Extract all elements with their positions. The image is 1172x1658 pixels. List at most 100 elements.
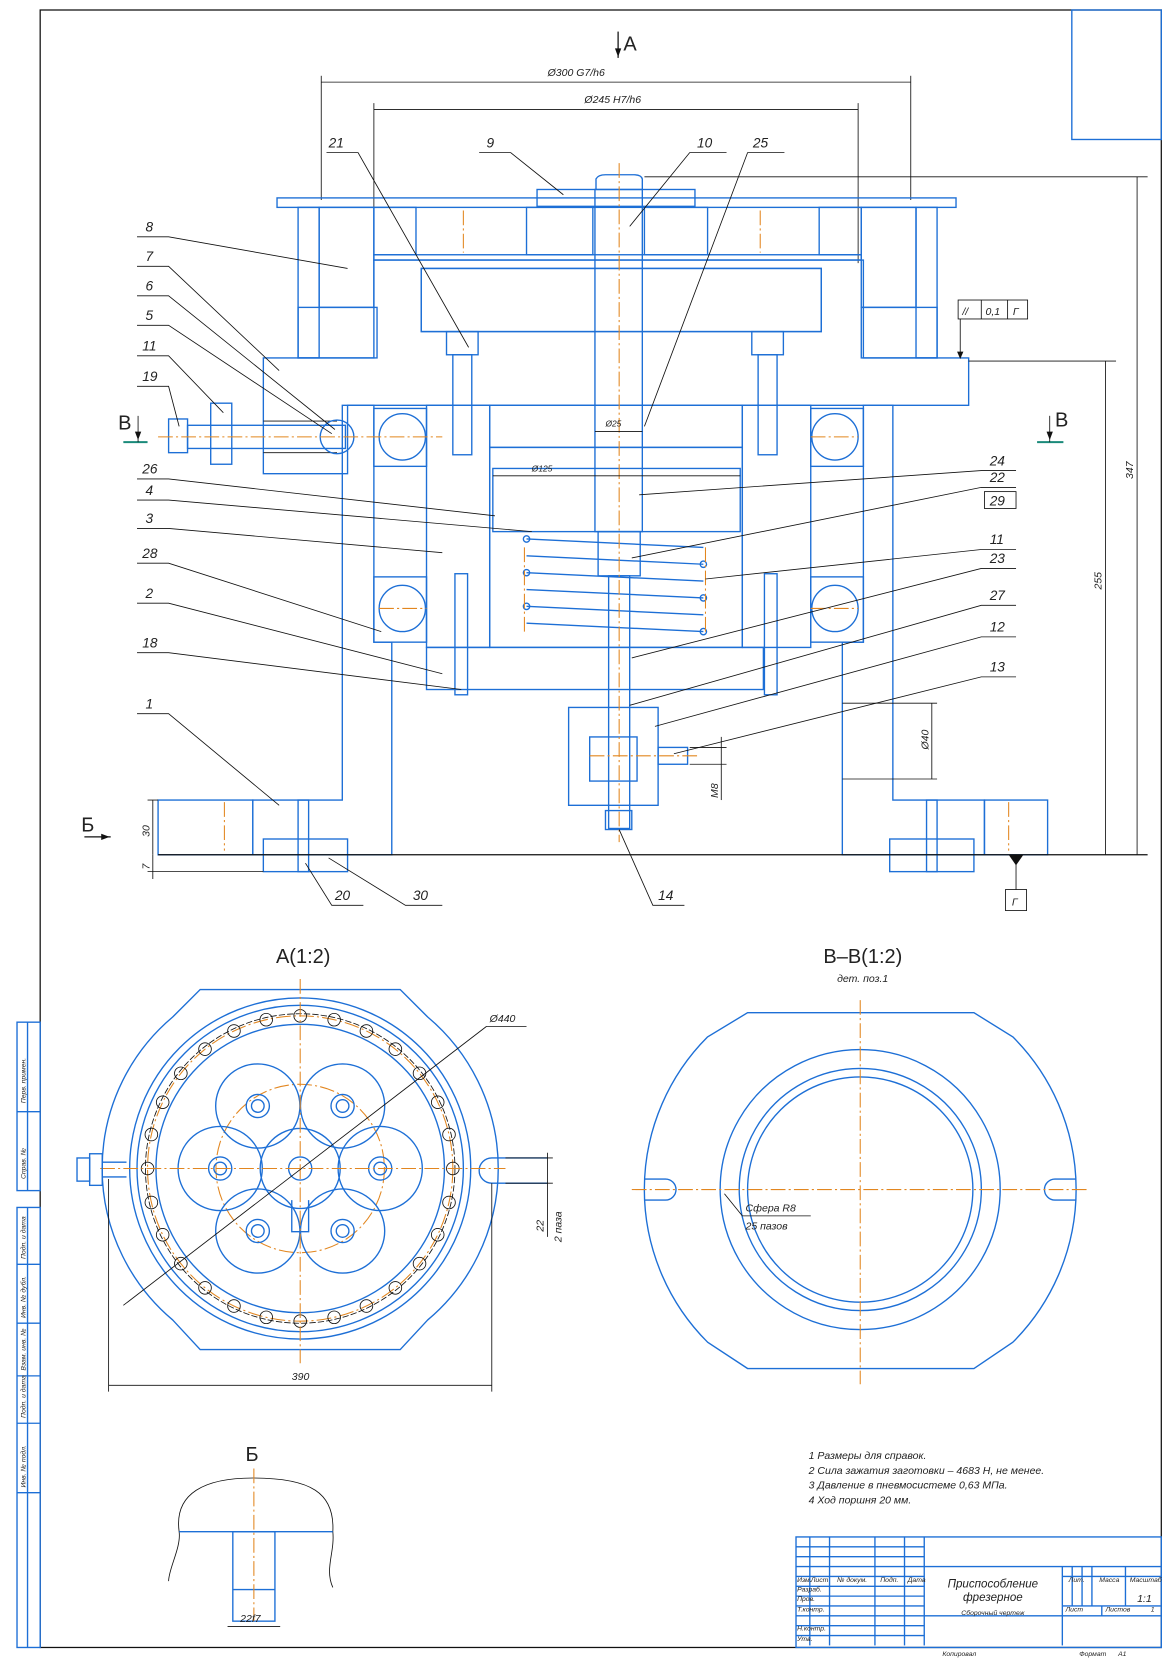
section-marker-a-part <box>614 48 622 57</box>
bearings-part <box>373 576 428 643</box>
top-flange-plate <box>276 197 957 209</box>
lobe <box>299 1063 386 1149</box>
section-marker-v-right: В <box>1037 409 1068 444</box>
callout: 11 <box>705 532 1017 580</box>
piston-part-4 <box>492 467 741 533</box>
spring-part-11-part <box>699 627 708 636</box>
stamp-label: Справ. № <box>20 1148 27 1179</box>
bolt-hole <box>430 1095 445 1110</box>
section-marker-v-left-label: В <box>118 413 131 435</box>
dimension-255-text: 255 <box>1092 572 1104 591</box>
dimension-d125-text: Ø125 <box>531 464 553 474</box>
tb-mass: Масса <box>1099 1577 1119 1584</box>
callout-part: 19 <box>142 369 158 384</box>
lobe <box>215 1188 301 1274</box>
callout-part: 30 <box>413 888 429 903</box>
stamp-label: Подп. и дата <box>19 1216 27 1259</box>
callout-part: 26 <box>141 462 158 477</box>
tb-sheets: Листов <box>1105 1607 1131 1614</box>
side-stamp-part <box>16 1021 41 1192</box>
parallelism-tolerance-frame-part <box>957 299 1029 320</box>
bolt-hole <box>259 1310 273 1325</box>
section-marker-v-right-part <box>1046 431 1053 441</box>
view-vv-title: В–В(1:2) <box>823 946 902 968</box>
sphere-callout-part <box>724 1193 811 1217</box>
sleeve-part-3-left <box>425 404 491 649</box>
note: 1 Размеры для справок. <box>809 1450 927 1462</box>
dimension-d440: Ø440 <box>123 1013 527 1306</box>
hatched-ring <box>719 1048 1001 1331</box>
stamp-label: Взам. инв. № <box>20 1328 27 1370</box>
title-block: Изм. Лист № докум. Подп. Дата Разраб. Пр… <box>795 1536 1163 1649</box>
callout-part: 11 <box>990 532 1004 547</box>
callout-part <box>328 857 443 906</box>
tb-header: Дата <box>907 1577 926 1584</box>
callout: 11 <box>137 339 224 413</box>
bolt-hole <box>327 1310 341 1325</box>
view-vv: В–В(1:2) дет. поз.1 Сфера R8 25 пазов <box>631 946 1090 1385</box>
air-fitting-part <box>76 1157 91 1182</box>
plate-block-1 <box>373 206 417 256</box>
bolt-hole <box>144 1127 159 1142</box>
view-b-title: Б <box>245 1444 258 1466</box>
note: 3 Давление в пневмосистеме 0,63 МПа. <box>809 1480 1008 1492</box>
callout-part: 25 <box>752 135 769 150</box>
bolt-hole <box>155 1095 170 1110</box>
callout: 28 <box>137 546 382 633</box>
tb-scale-label: Масштаб <box>1130 1576 1163 1584</box>
tb-role: Утв. <box>796 1636 813 1643</box>
part-7-cavity <box>420 267 822 333</box>
callout: 7 <box>137 249 280 371</box>
cylinder-cavity <box>488 446 744 649</box>
cup-right-outer <box>915 206 938 359</box>
stamp-label: Подп. и дата <box>19 1375 27 1418</box>
dimension-m8-text: M8 <box>709 783 721 798</box>
callout-part <box>137 236 348 269</box>
centerlines <box>158 163 1010 851</box>
section-marker-b-label: Б <box>81 815 94 837</box>
clamp-bolt-19-part <box>210 402 233 465</box>
title-block-part <box>795 1536 1162 1649</box>
bolt-hole <box>430 1227 445 1242</box>
callout-part <box>326 152 469 348</box>
callout-part <box>629 604 1017 706</box>
bolt-hole <box>388 1042 403 1056</box>
section-marker-v-right-label: В <box>1055 409 1068 431</box>
callout: 24 <box>639 453 1017 496</box>
callout-part <box>137 562 382 633</box>
dimension-d125: Ø125 <box>492 464 741 477</box>
plate-slot <box>373 254 862 261</box>
callout-part <box>644 152 785 427</box>
tb-lit: Лит. <box>1068 1577 1085 1584</box>
screw-20-left <box>297 799 310 873</box>
bolt-hole <box>259 1012 273 1027</box>
callout-part: 2 <box>144 586 153 601</box>
callout-part: 7 <box>145 249 154 264</box>
tb-header: Изм. <box>797 1577 812 1584</box>
callout: 3 <box>137 511 443 554</box>
side-stamp-part <box>16 1206 41 1649</box>
datum-g-label: Г <box>1012 896 1019 908</box>
dimension-7-text: 7 <box>141 863 153 870</box>
dimension-m8: M8 <box>689 736 727 801</box>
dimension-30-text: 30 <box>141 825 153 837</box>
cup-left <box>318 206 375 309</box>
callout-part: 5 <box>145 308 153 323</box>
bolt-hole <box>442 1195 456 1210</box>
dimension-d245-text: Ø245 H7/h6 <box>583 94 641 106</box>
dimension-d440-part <box>123 1026 487 1306</box>
footer-format: А1 <box>1117 1651 1127 1658</box>
parallelism-tolerance-frame: // 0,1 Г <box>957 299 1029 359</box>
callout-part <box>137 478 495 517</box>
callout-part <box>137 324 333 435</box>
callout: 14 <box>618 829 685 906</box>
dimension-390-text: 390 <box>292 1371 310 1383</box>
dimension-d40-text: Ø40 <box>920 729 932 750</box>
plate-block-3 <box>643 206 709 256</box>
callout-part: 21 <box>328 135 344 150</box>
view-b-break-outline <box>168 1477 334 1588</box>
bolt-21-left-head <box>445 330 479 356</box>
bolt-hole <box>227 1024 241 1038</box>
lobe-screw-hole <box>250 1223 265 1238</box>
callout: 19 <box>137 369 180 427</box>
